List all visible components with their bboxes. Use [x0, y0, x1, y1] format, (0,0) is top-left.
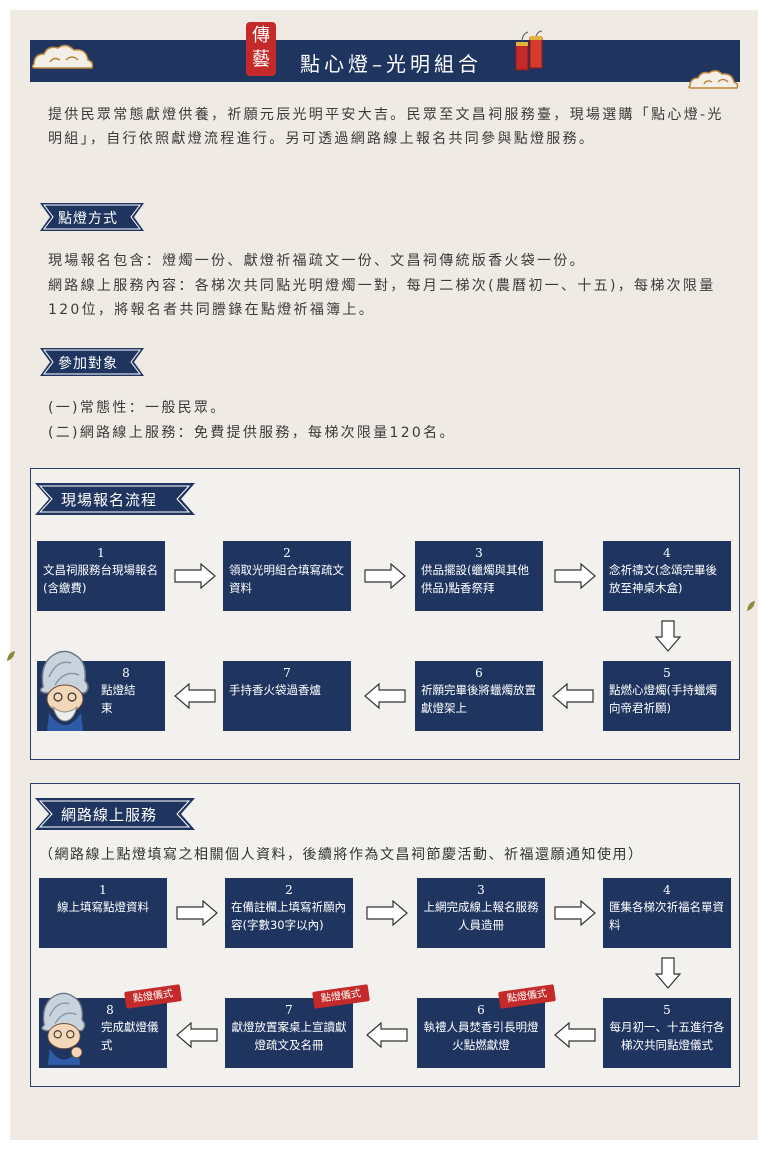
- mascot-icon: [41, 992, 86, 1065]
- mascot-icon: [39, 650, 89, 731]
- audience-label: 參加對象: [58, 356, 118, 372]
- method-line-2: 網路線上服務內容：各梯次共同點光明燈燭一對，每月二梯次(農曆初一、十五)，每梯次…: [48, 278, 716, 318]
- arrow-right-icon: [176, 900, 218, 926]
- seal-badge: 傳藝: [246, 22, 276, 76]
- section-tag-shape: [40, 348, 144, 376]
- arrow-right-icon: [366, 900, 408, 926]
- intro-text: 提供民眾常態獻燈供養，祈願元辰光明平安大吉。民眾至文昌祠服務臺，現場選購「點心燈…: [48, 107, 724, 147]
- arrow-left-icon: [366, 1022, 408, 1048]
- arrow-left-icon: [176, 1022, 218, 1048]
- audience-line-1: (一)常態性：一般民眾。: [48, 400, 227, 416]
- leaf-icon: [747, 601, 755, 611]
- onsite-label: 現場報名流程: [61, 491, 158, 509]
- arrow-right-icon: [174, 563, 216, 589]
- firecracker-icon: [515, 30, 543, 71]
- arrow-down-icon: [655, 620, 681, 652]
- method-tag: 點燈方式: [40, 203, 144, 231]
- arrow-left-icon: [554, 1022, 596, 1048]
- section-tag-shape: [40, 203, 144, 231]
- cloud-left-icon: [31, 44, 94, 69]
- leaf-icon: [7, 651, 15, 661]
- page: 傳藝 點心燈–光明組合 提供民眾常態獻燈供養，祈願元辰光明平安大吉。民眾至文昌祠…: [7, 10, 758, 1140]
- arrow-left-icon: [364, 683, 406, 709]
- online-panel: 網路線上服務 （網路線上點燈填寫之相關個人資料，後續將作為文昌祠節慶活動、祈福還…: [30, 783, 740, 1087]
- method-label: 點燈方式: [58, 211, 118, 227]
- audience-tag: 參加對象: [40, 348, 144, 376]
- online-note: （網路線上點燈填寫之相關個人資料，後續將作為文昌祠節慶活動、祈福還願通知使用）: [39, 847, 644, 863]
- method-line-1: 現場報名包含：燈燭一份、獻燈祈福疏文一份、文昌祠傳統版香火袋一份。: [48, 253, 586, 269]
- panel-tag-shape: [35, 483, 195, 515]
- arrow-left-icon: [552, 683, 594, 709]
- arrow-right-icon: [554, 900, 596, 926]
- arrow-down-icon: [655, 957, 681, 989]
- online-label: 網路線上服務: [61, 806, 158, 824]
- header-banner: [30, 40, 740, 82]
- online-tag: 網路線上服務: [35, 798, 195, 830]
- arrow-right-icon: [364, 563, 406, 589]
- cloud-right-icon: [688, 70, 739, 89]
- arrow-left-icon: [174, 683, 216, 709]
- arrow-right-icon: [554, 563, 596, 589]
- page-title: 點心燈–光明組合: [300, 52, 482, 76]
- panel-tag-shape: [35, 798, 195, 830]
- audience-line-2: (二)網路線上服務：免費提供服務，每梯次限量120名。: [48, 425, 456, 441]
- onsite-tag: 現場報名流程: [35, 483, 195, 515]
